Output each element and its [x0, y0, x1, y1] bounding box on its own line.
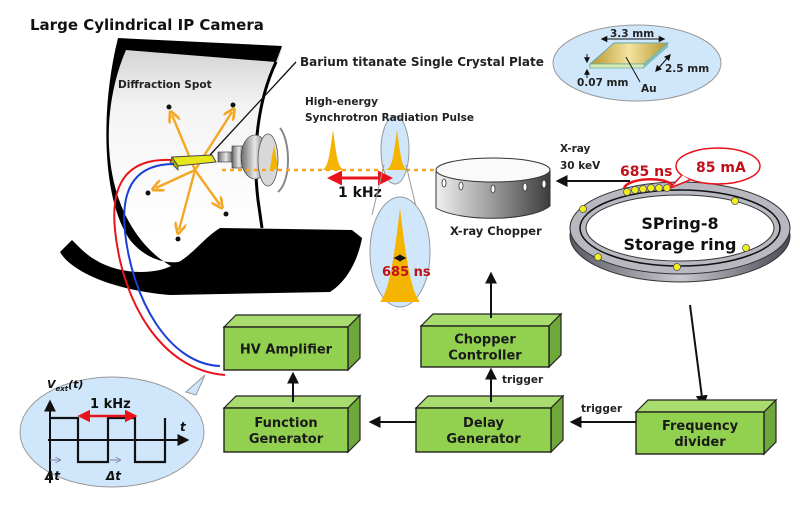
radiation-pulse [322, 130, 344, 170]
electron-bunch [594, 253, 602, 261]
radiation-pulse [386, 130, 408, 170]
crystal-plate-label: Barium titanate Single Crystal Plate [300, 55, 544, 69]
diffraction-spot-label: Diffraction Spot [118, 79, 212, 91]
delay-generator-label-line2: Generator [446, 432, 521, 447]
xray-label-line1: X-ray [560, 143, 591, 155]
electron-bunch [663, 184, 671, 192]
diffraction-spot [145, 190, 151, 196]
current-callout [669, 147, 761, 189]
zoom-guide [371, 164, 385, 216]
crystal-dimension-inset [552, 24, 722, 102]
waveform-x-label: t [180, 420, 187, 434]
crystal-thickness: 0.07 mm [577, 77, 629, 89]
wire-red [113, 158, 226, 376]
rep-rate-label: 1 kHz [338, 185, 382, 201]
hv-amplifier-box: HV Amplifier [222, 313, 362, 372]
electron-bunches [579, 184, 750, 271]
pulse-label-line1: High-energy [305, 96, 378, 108]
electron-bunch [673, 263, 681, 271]
delay-generator-label-line1: Delay [463, 416, 504, 431]
electron-bunch [631, 186, 639, 194]
electrode-label: Au [641, 83, 657, 95]
waveform-frequency: 1 kHz [90, 397, 131, 412]
electron-bunch [639, 185, 647, 193]
crystal-pointer-line [209, 61, 297, 156]
ring-label-line2: Storage ring [624, 235, 737, 254]
electron-bunch [742, 244, 750, 252]
pulse-train [322, 115, 410, 185]
xray-label-line2: 30 keV [560, 160, 601, 172]
bunch-train-label: 685 ns [620, 164, 672, 180]
electron-bunch [655, 184, 663, 192]
function-generator-label-line1: Function [254, 416, 317, 431]
diffraction-spot [166, 104, 172, 110]
bunch-train-bracket [622, 178, 673, 189]
function-generator-label-line2: Generator [249, 432, 324, 447]
trigger-label-2: trigger [581, 403, 623, 415]
camera-title: Large Cylindrical IP Camera [30, 16, 264, 34]
crystal-width: 2.5 mm [665, 63, 709, 75]
diffraction-spot [223, 211, 229, 217]
frequency-divider-label-line2: divider [674, 435, 726, 450]
hv-amplifier-label: HV Amplifier [240, 343, 333, 358]
storage-ring [569, 181, 791, 283]
current-label: 85 mA [696, 160, 746, 176]
electron-bunch [579, 205, 587, 213]
chopper-label: X-ray Chopper [450, 224, 542, 238]
electron-bunch [731, 197, 739, 205]
goniometer [217, 127, 289, 193]
diffraction-spot [230, 102, 236, 108]
waveform-delay-2: Δt [105, 469, 122, 483]
electron-bunch [623, 188, 631, 196]
wire-blue [123, 163, 221, 367]
frequency-divider-label-line1: Frequency [662, 419, 739, 434]
trigger-label-1: trigger [502, 374, 544, 386]
waveform-inset [19, 374, 206, 488]
chopper-controller-label-line2: Controller [448, 349, 522, 364]
ring-to-divider-arrow [689, 304, 708, 408]
xray-chopper [435, 157, 551, 219]
pulse-zoom-inset [369, 196, 431, 308]
ip-camera [60, 38, 362, 295]
waveform-y-label: Vext(t) [47, 378, 83, 393]
chopper-controller-label-line1: Chopper [454, 333, 516, 348]
pulse-label-line2: Synchrotron Radiation Pulse [305, 112, 474, 124]
electron-bunch [647, 184, 655, 192]
pulse-width-label: 685 ns [382, 265, 431, 280]
waveform-delay-1: Δt [44, 469, 61, 483]
ring-label-line1: SPring-8 [641, 214, 718, 233]
diffraction-spot [175, 236, 181, 242]
crystal-length: 3.3 mm [610, 28, 654, 40]
